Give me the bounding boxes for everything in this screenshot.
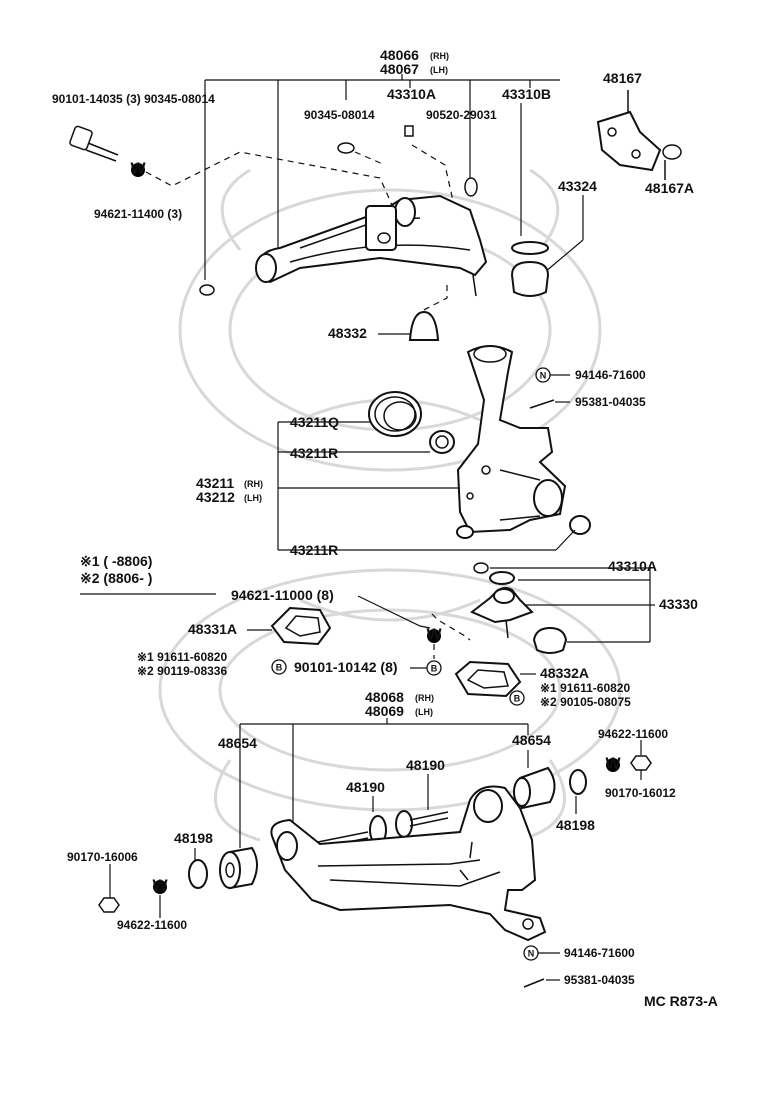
- label-90170-16012: 90170-16012: [605, 786, 676, 800]
- upper-control-arm: [255, 194, 488, 297]
- label-43211: 43211: [196, 475, 234, 491]
- lower-control-arm: [270, 785, 547, 942]
- label-48198-left: 48198: [174, 830, 213, 846]
- nut-90170-right: [630, 755, 652, 771]
- washer-icon: [605, 755, 622, 773]
- label-94622-11600-left: 94622-11600: [117, 918, 187, 932]
- label-48654-left: 48654: [218, 735, 257, 751]
- washer-icon: [426, 626, 443, 644]
- label-sym2-left: ※2 90119-08336: [137, 664, 227, 678]
- label-48167: 48167: [603, 70, 642, 86]
- label-48190-a: 48190: [346, 779, 385, 795]
- label-94146-71600-lower: 94146-71600: [564, 946, 635, 960]
- note-2: ※2 (8806- ): [80, 570, 152, 586]
- svg-text:B: B: [514, 694, 521, 704]
- bumper-48332: [378, 285, 448, 341]
- bearing-43211r-inner: [429, 430, 455, 454]
- knuckle-leader-lines: [277, 374, 576, 551]
- washer-icon: [152, 877, 169, 895]
- label-48069: 48069: [365, 703, 404, 719]
- bolt-icon: B: [426, 660, 442, 676]
- label-90101-10142: 90101-10142 (8): [294, 659, 398, 675]
- stopper-48167: [596, 90, 682, 180]
- cam-bolt-48190-b: [395, 810, 449, 838]
- label-95381-04035-upper: 95381-04035: [575, 395, 646, 409]
- dust-boot-43310b: [510, 241, 550, 297]
- svg-text:B: B: [276, 663, 283, 673]
- label-43211q: 43211Q: [290, 414, 339, 430]
- label-90101-14035: 90101-14035 (3) 90345-08014: [52, 92, 215, 106]
- label-43211-side: (RH): [244, 479, 263, 489]
- bearing-43211q: [368, 391, 422, 437]
- label-43330: 43330: [659, 596, 698, 612]
- label-sym1-left: ※1 91611-60820: [137, 650, 227, 664]
- label-48190-b: 48190: [406, 757, 445, 773]
- label-48654-right: 48654: [512, 732, 551, 748]
- label-94621-11400: 94621-11400 (3): [94, 207, 182, 221]
- lower-ball-joint-leaders: [490, 567, 655, 643]
- dash-94621-11000: [431, 613, 471, 641]
- label-43310b: 43310B: [502, 86, 551, 102]
- bolt-icon: B: [271, 659, 287, 675]
- bushing-48654-right: [513, 766, 556, 810]
- steering-knuckle: [456, 345, 567, 539]
- label-94621-11000: 94621-11000 (8): [231, 587, 334, 603]
- clip-90520: [464, 177, 478, 197]
- bumper-48331a: [270, 606, 332, 646]
- label-48331a: 48331A: [188, 621, 237, 637]
- svg-text:B: B: [431, 664, 438, 674]
- label-43211r-a: 43211R: [290, 445, 338, 461]
- label-43310a-lower: 43310A: [608, 558, 657, 574]
- svg-text:N: N: [528, 949, 535, 959]
- label-95381-04035-lower: 95381-04035: [564, 973, 635, 987]
- label-48067: 48067: [380, 61, 419, 77]
- upper-bolt: [69, 125, 119, 162]
- label-94622-11600-top: 94622-11600: [598, 727, 668, 741]
- nut-94146-lower: N: [523, 945, 560, 961]
- label-90170-16006: 90170-16006: [67, 850, 138, 864]
- label-90345-08014: 90345-08014: [304, 108, 375, 122]
- label-sym1-right: ※1 91611-60820: [540, 681, 630, 695]
- cotter-95381-lower: [523, 978, 560, 988]
- lower-ball-joint-43330: [470, 562, 568, 654]
- nut-90170-left: [98, 897, 120, 913]
- label-48332: 48332: [328, 325, 367, 341]
- label-43211r-b: 43211R: [290, 542, 338, 558]
- label-48066-side: (RH): [430, 51, 449, 61]
- label-43212-side: (LH): [244, 493, 262, 503]
- nut-icon: N: [535, 367, 551, 383]
- bolt-icon: B: [509, 690, 525, 706]
- label-48067-side: (LH): [430, 65, 448, 75]
- lower-leader-lines: [109, 718, 642, 898]
- label-48068: 48068: [365, 689, 404, 705]
- nut-icon: N: [523, 945, 539, 961]
- label-48069-side: (LH): [415, 707, 433, 717]
- plate-48198-left: [188, 859, 208, 889]
- label-sym2-right: ※2 90105-08075: [540, 695, 631, 709]
- label-43324: 43324: [558, 178, 597, 194]
- small-nut-upper-left: [199, 284, 215, 296]
- plate-48198-right: [569, 769, 587, 795]
- bearing-43211r-outer: [569, 515, 591, 535]
- label-48198-right: 48198: [556, 817, 595, 833]
- washer-icon: [130, 160, 147, 178]
- label-90520-29031: 90520-29031: [426, 108, 497, 122]
- bumper-48332a: [454, 660, 522, 698]
- label-48332a: 48332A: [540, 665, 589, 681]
- label-43212: 43212: [196, 489, 235, 505]
- bushing-48654-left: [219, 846, 258, 890]
- label-48068-side: (RH): [415, 693, 434, 703]
- label-94146-71600-upper: 94146-71600: [575, 368, 646, 382]
- label-48066: 48066: [380, 47, 419, 63]
- upper-nut-bolt: [337, 125, 456, 211]
- label-43310a-upper: 43310A: [387, 86, 436, 102]
- upper-leader-lines: [204, 74, 584, 280]
- label-48167a: 48167A: [645, 180, 694, 196]
- svg-text:N: N: [540, 371, 547, 381]
- figure-code: MC R873-A: [644, 993, 718, 1009]
- note-1: ※1 ( -8806): [80, 553, 152, 569]
